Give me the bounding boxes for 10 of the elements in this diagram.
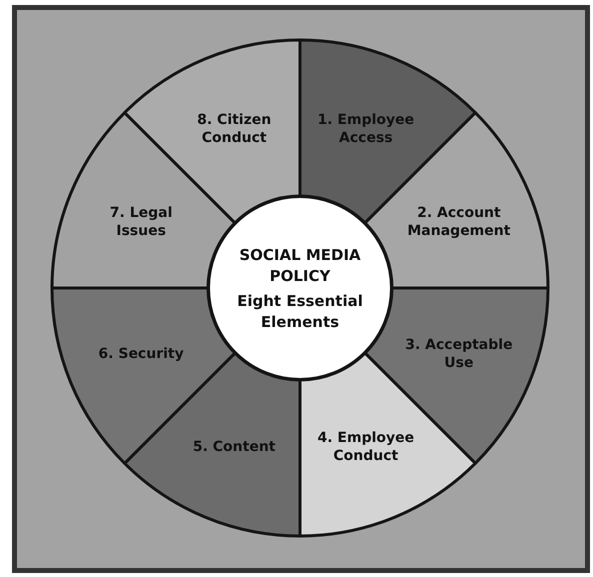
center-subtitle: Eight Essential Elements bbox=[236, 291, 364, 333]
segment-label: 7. Legal Issues bbox=[108, 204, 174, 240]
segment-label: 3. Acceptable Use bbox=[404, 336, 514, 372]
segment-label: 5. Content bbox=[192, 438, 276, 456]
segment-label: 1. Employee Access bbox=[316, 111, 416, 148]
segment-label: 6. Security bbox=[97, 344, 185, 363]
center-title: SOCIAL MEDIA POLICY bbox=[238, 245, 362, 287]
segment-label: 2. Account Management bbox=[406, 204, 512, 240]
segment-label: 4. Employee Conduct bbox=[316, 428, 416, 465]
segment-label: 8. Citizen Conduct bbox=[196, 111, 272, 148]
